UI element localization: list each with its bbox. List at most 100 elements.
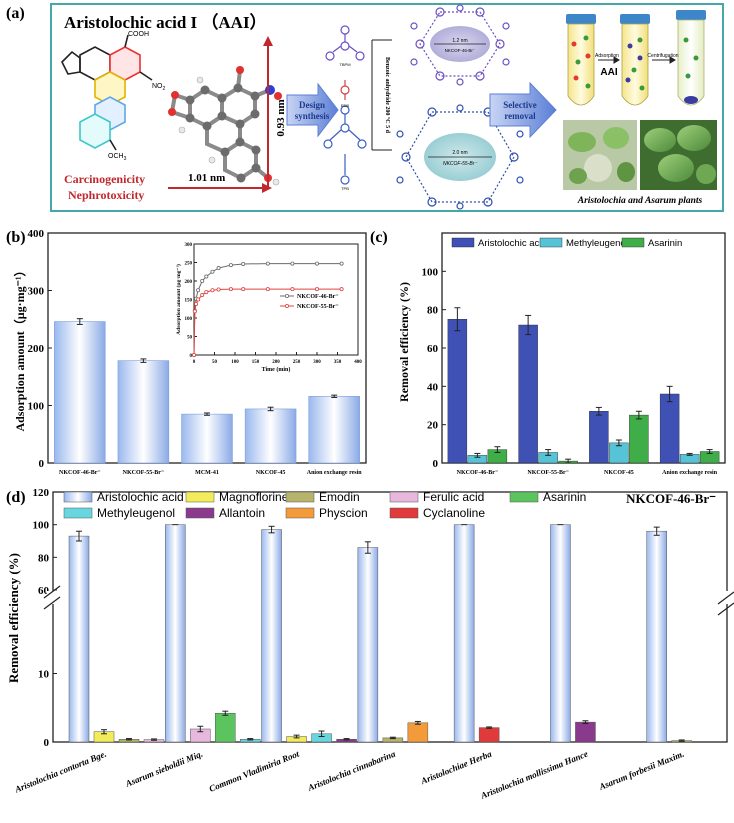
- inset-point-nkcof-55-br: [204, 290, 209, 295]
- inset-point-nkcof-55-br: [339, 287, 344, 292]
- aai-structure: [61, 34, 153, 151]
- bar-nkcof-46-br: [54, 321, 106, 464]
- panel-b-xtick-label: MCM-41: [195, 470, 219, 476]
- panel-c-xtick-label: NKCOF-46-Br⁻: [457, 470, 499, 476]
- cooh-label: COOH: [128, 31, 149, 38]
- legend-swatch-emodin: [285, 491, 315, 503]
- panel-b-label: (b): [6, 229, 26, 246]
- panel-b: (b) Adsorption amount（μg·mg⁻¹） 010020030…: [6, 228, 367, 476]
- panel-c-bars: [447, 307, 720, 464]
- inset-ytick-label: 100: [185, 317, 193, 322]
- inset-point-nkcof-46-br: [200, 278, 205, 283]
- no2-label: NO2: [152, 83, 166, 92]
- bar-aristolochia-mollissima-hance-aristolochic-acid-i: [550, 524, 571, 743]
- legend-label-ferulic-acid: Ferulic acid: [423, 490, 484, 504]
- panel-c-xtick-label: NKCOF-55-Br⁻: [527, 470, 569, 476]
- plants-caption: Aristolochia and Asarum plants: [577, 196, 703, 206]
- centrifugation-label: Centrifugation: [647, 53, 678, 59]
- inset-xlabel: Time (min): [262, 366, 291, 373]
- och3-bond: [109, 139, 117, 151]
- cof-bottom: [396, 104, 524, 210]
- panel-a-frame: [50, 3, 724, 212]
- bar-common-vladimiria-root-aristolochic-acid-i: [261, 529, 282, 743]
- panel-d-bars: [68, 524, 692, 743]
- synthesis-label: synthesis: [295, 111, 330, 121]
- legend-label-methyleugenol: Methyleugenol: [97, 506, 175, 520]
- legend-swatch-physcion: [285, 507, 315, 519]
- inset-point-nkcof-55-br: [265, 287, 270, 292]
- panel-b-ytick-label: 200: [28, 343, 45, 355]
- inset-legend-label: NKCOF-55-Br⁻: [297, 304, 339, 310]
- panel-d: (d) Removal efficiency (%) NKCOF-46-Br⁻ …: [6, 487, 734, 801]
- structure-ring-yellow: [94, 71, 126, 106]
- inset-ylabel: Adsorption amount (μg·mg⁻¹): [175, 264, 182, 335]
- inset-point-nkcof-55-br: [196, 297, 201, 302]
- panel-b-xtick-label: NKCOF-45: [256, 470, 286, 476]
- inset-point-nkcof-46-br: [265, 261, 270, 266]
- removal-label: removal: [504, 111, 536, 121]
- bar-asarinin-nkcof-45: [629, 414, 649, 464]
- panel-d-ytick-label: 0: [44, 737, 50, 749]
- axis-break-mark: [717, 602, 734, 616]
- inset-ytick-label: 50: [187, 336, 193, 341]
- bar-asarum-sieboldii-miq-aristolochic-acid-i: [165, 524, 186, 743]
- bar-aristolochiae-herba-cyclanoline: [478, 727, 500, 743]
- monomers: [323, 25, 367, 185]
- inset-ytick-label: 200: [185, 280, 193, 285]
- inset-point-nkcof-46-br: [196, 288, 201, 293]
- bar-anion-exchange-resin: [308, 395, 360, 464]
- och3-sub: 3: [124, 156, 127, 162]
- panel-d-label: (d): [6, 489, 26, 506]
- inset-xtick-label: 200: [272, 360, 280, 365]
- tube-1: [566, 14, 596, 106]
- panel-c-ytick-label: 40: [427, 381, 439, 393]
- inset-point-nkcof-55-br: [314, 287, 319, 292]
- legend-swatch-methyleugenol: [63, 507, 93, 519]
- panel-d-xtick-label: Aristolochiae Herba: [419, 748, 494, 786]
- monomer-3-label: TPB: [341, 186, 349, 191]
- inset-point-nkcof-55-br: [241, 287, 246, 292]
- inset-ytick-label: 150: [185, 299, 193, 304]
- bar-aristolochia-cinnabarina-physcion: [407, 722, 429, 743]
- inset-point-nkcof-55-br: [216, 287, 221, 292]
- bar-mcm-41: [181, 413, 233, 464]
- dioxole-ring: [61, 50, 81, 75]
- legend-label-cyclanoline: Cyclanoline: [423, 506, 485, 520]
- reaction-conditions: Benzoic anhydride 200 °C 5 d: [384, 57, 391, 134]
- panel-c-xtick-label: NKCOF-45: [604, 470, 634, 476]
- dimension-arrows: [168, 36, 273, 193]
- panel-b-bars: [54, 318, 360, 464]
- inset-xtick-label: 400: [354, 360, 362, 365]
- legend-label-methyleugenol: Methyleugenol: [566, 238, 628, 249]
- panel-d-ytick-label: 10: [38, 669, 50, 681]
- inset-frame: [193, 243, 359, 356]
- inset-xtick-label: 150: [252, 360, 260, 365]
- legend-label-magnoflorine: Magnoflorine: [219, 490, 289, 504]
- panel-d-ytick-label: 120: [33, 487, 50, 499]
- inset-legend-marker-nkcof-55-br: [284, 303, 289, 308]
- bar-asarum-sieboldii-miq-asarinin: [215, 712, 236, 743]
- panel-c-ytick-label: 100: [422, 266, 439, 278]
- selective-arrow: [489, 81, 557, 139]
- inset-point-nkcof-46-br: [216, 266, 221, 271]
- legend-label-allantoin: Allantoin: [219, 506, 265, 520]
- inset-point-nkcof-55-br: [200, 293, 205, 298]
- legend-swatch-ferulic-acid: [389, 491, 419, 503]
- cooh-bond: [124, 34, 129, 48]
- cof-top-name: NKCOF-46-Br⁻: [445, 48, 476, 53]
- bar-aristolochic-acid-i-nkcof-55-br: [518, 324, 538, 464]
- panel-d-xtick-label: Aristolochia mollissima Hance: [478, 749, 589, 802]
- design-arrow: [286, 82, 339, 138]
- bar-aristolochia-contorta-bge-aristolochic-acid-i: [68, 535, 90, 743]
- panel-b-xtick-label: Anion exchange resin: [307, 470, 363, 476]
- legend-label-aristolochic-acid-i: Aristolochic acid I: [478, 238, 552, 249]
- panel-d-ytick-label: 60: [38, 585, 50, 597]
- cof-bottom-name: NKCOF-55-Br⁻: [443, 161, 477, 167]
- inset-ytick-label: 0: [190, 354, 193, 359]
- legend-swatch-methyleugenol: [539, 237, 563, 248]
- inset-point-nkcof-55-br: [192, 309, 197, 314]
